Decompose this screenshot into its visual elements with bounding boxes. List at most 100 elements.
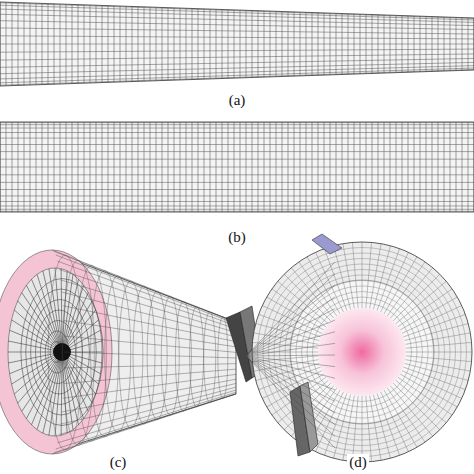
mesh-ring: [40, 321, 75, 384]
mesh-line: [0, 151, 474, 152]
mesh-line: [64, 352, 236, 358]
mesh-ring: [302, 292, 423, 413]
mesh-line: [62, 379, 236, 412]
mesh-line: [0, 68, 474, 83]
mesh-line: [0, 58, 474, 67]
mesh-ring: [218, 317, 228, 398]
panel-label: (c): [108, 454, 129, 471]
mesh-line: [64, 364, 236, 368]
mesh-line: [63, 306, 236, 342]
mesh-line: [0, 211, 474, 212]
mesh-line: [246, 320, 335, 356]
mesh-line: [14, 310, 62, 352]
mesh-line: [246, 356, 335, 367]
mesh-line: [246, 285, 335, 356]
mesh-line: [0, 209, 474, 210]
mesh-line: [14, 352, 62, 394]
mesh-line: [246, 309, 335, 357]
mesh-line: [0, 70, 474, 86]
mesh-line: [63, 320, 236, 346]
mesh-line: [246, 332, 335, 356]
mesh-line: [246, 355, 335, 356]
mesh-ring: [48, 255, 82, 450]
cylinder-mesh: [0, 122, 474, 212]
mesh-line: [0, 138, 474, 139]
mesh-line: [246, 356, 335, 425]
mesh-ring: [291, 281, 434, 424]
mesh-line: [0, 128, 474, 129]
mesh-line: [0, 28, 474, 34]
mesh-ring: [76, 265, 106, 441]
mesh-line: [26, 352, 62, 419]
mesh-line: [64, 336, 236, 352]
mesh-ring: [161, 296, 179, 415]
disc-end-mesh: [246, 234, 472, 462]
mesh-line: [0, 44, 474, 45]
mesh-line: [56, 392, 236, 449]
mesh-ring: [263, 253, 461, 451]
mesh-line: [0, 174, 474, 175]
cone-perspective-mesh: [0, 250, 262, 454]
mesh-line: [0, 5, 474, 20]
mesh-ring: [105, 276, 131, 433]
mesh-line: [246, 356, 335, 413]
mesh-line: [246, 356, 335, 378]
mesh-line: [59, 387, 236, 434]
mesh-line: [62, 285, 84, 352]
mesh-line: [0, 14, 474, 25]
tapered-mesh: [0, 2, 474, 86]
mesh-line: [56, 255, 236, 324]
mesh-ring: [31, 300, 90, 405]
mesh-ring: [36, 310, 83, 394]
mesh-line: [246, 297, 335, 356]
mesh-ring: [258, 248, 467, 457]
mesh-ring: [307, 297, 417, 407]
mesh-ring: [313, 303, 412, 402]
mesh-line: [0, 21, 474, 30]
mesh-line: [246, 356, 335, 436]
mesh-line: [246, 274, 335, 356]
mesh-line: [0, 124, 474, 125]
mesh-line: [0, 36, 474, 39]
panel-label: (d): [347, 454, 369, 471]
mesh-ring: [133, 286, 155, 424]
mesh-line: [0, 195, 474, 196]
mesh-line: [0, 144, 474, 145]
mesh-line: [0, 201, 474, 202]
mesh-line: [0, 49, 474, 52]
mesh-ring: [175, 301, 191, 411]
mesh-ring: [62, 260, 94, 445]
mesh-line: [246, 343, 335, 356]
mesh-line: [0, 182, 474, 183]
mesh-line: [0, 205, 474, 206]
mesh-line: [246, 356, 335, 448]
mesh-line: [59, 269, 236, 328]
mesh-line: [60, 383, 236, 424]
mesh-line: [246, 262, 335, 356]
mesh-ring: [119, 281, 143, 428]
mesh-line: [0, 189, 474, 190]
mesh-line: [0, 54, 474, 60]
panel-label: (b): [226, 229, 248, 246]
mesh-line: [63, 369, 236, 383]
mesh-line: [0, 132, 474, 133]
mesh-line: [57, 261, 236, 326]
mesh-ring: [204, 312, 216, 403]
mesh-line: [22, 293, 62, 352]
mesh-ring: [296, 286, 428, 418]
mesh-ring: [26, 289, 97, 415]
mesh-line: [0, 9, 474, 22]
mesh-line: [62, 279, 79, 352]
mesh-line: [0, 167, 474, 168]
mesh-ring: [190, 307, 204, 407]
panel-label: (a): [227, 92, 248, 109]
mesh-line: [57, 390, 236, 443]
mesh-ring: [21, 279, 103, 426]
mesh-line: [246, 356, 335, 402]
mesh-line: [22, 352, 62, 411]
mesh-line: [0, 159, 474, 160]
mesh-line: [0, 122, 474, 123]
mesh-line: [62, 292, 236, 337]
mesh-line: [0, 66, 474, 79]
